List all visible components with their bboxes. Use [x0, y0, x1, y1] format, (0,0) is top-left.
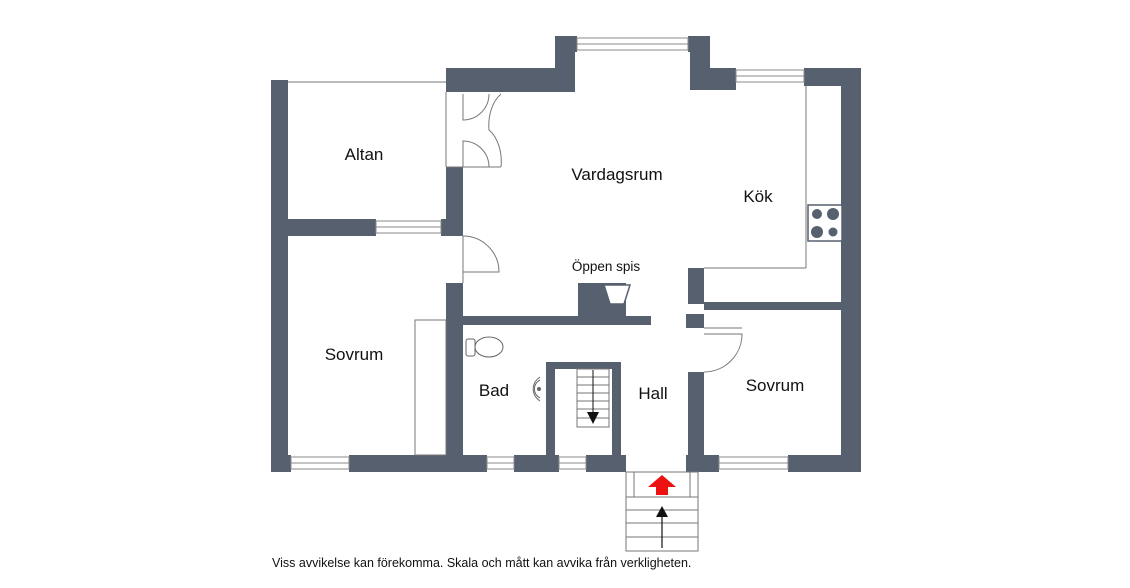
- entrance-arrow-red: [648, 475, 676, 495]
- wall-stairs-right: [612, 362, 621, 455]
- door-swing-altan-3: [488, 93, 502, 168]
- room-label-vardagsrum: Vardagsrum: [571, 165, 662, 184]
- stove: [807, 204, 843, 242]
- room-label-sovrum-right: Sovrum: [746, 376, 805, 395]
- sink: [532, 376, 541, 402]
- wall-stairs-top: [546, 362, 621, 369]
- wall-left-inner-lower: [446, 283, 463, 472]
- wall-left-outer: [271, 80, 288, 472]
- room-label-kok: Kök: [743, 187, 773, 206]
- wall-bay-top-left: [555, 36, 577, 52]
- stairs-down-arrow: [587, 412, 599, 424]
- wall-altan-vardagsrum: [446, 167, 463, 236]
- room-label-hall: Hall: [638, 384, 667, 403]
- entrance-steps: [625, 471, 699, 552]
- toilet: [465, 336, 504, 358]
- wardrobe-left: [414, 319, 447, 456]
- door-swing-altan-2: [462, 140, 490, 168]
- wall-interior-horizontal: [463, 316, 651, 325]
- wall-bottom-3: [514, 455, 559, 472]
- wall-top-mid: [690, 68, 736, 90]
- wall-hall-right: [688, 268, 704, 304]
- wall-bottom-1: [271, 455, 291, 472]
- walls: [271, 36, 861, 472]
- wall-hall-right-stub: [686, 314, 704, 328]
- room-label-oppen-spis: Öppen spis: [572, 259, 641, 274]
- wall-bottom-6: [788, 455, 861, 472]
- wall-stairs-left: [546, 362, 555, 455]
- wall-hall-right-lower: [688, 372, 704, 472]
- door-swing-sovrum-right: [703, 333, 743, 373]
- windows: [290, 37, 805, 470]
- wall-top-left: [446, 68, 571, 92]
- wall-right-outer: [841, 68, 861, 472]
- room-label-sovrum-left: Sovrum: [325, 345, 384, 364]
- wall-kitchen-sovrum: [704, 302, 844, 310]
- entrance-arrow-black: [656, 506, 668, 548]
- door-swing-sovrum-left: [462, 235, 500, 273]
- wall-altan-bottom: [271, 219, 376, 236]
- inner-stairs: [576, 368, 610, 428]
- wall-bottom-4: [586, 455, 626, 472]
- fireplace-opening: [602, 284, 632, 305]
- disclaimer-text: Viss avvikelse kan förekomma. Skala och …: [272, 556, 692, 570]
- wall-bottom-2: [349, 455, 487, 472]
- door-swing-altan-1: [462, 93, 490, 121]
- room-label-bad: Bad: [479, 381, 509, 400]
- room-label-altan: Altan: [345, 145, 384, 164]
